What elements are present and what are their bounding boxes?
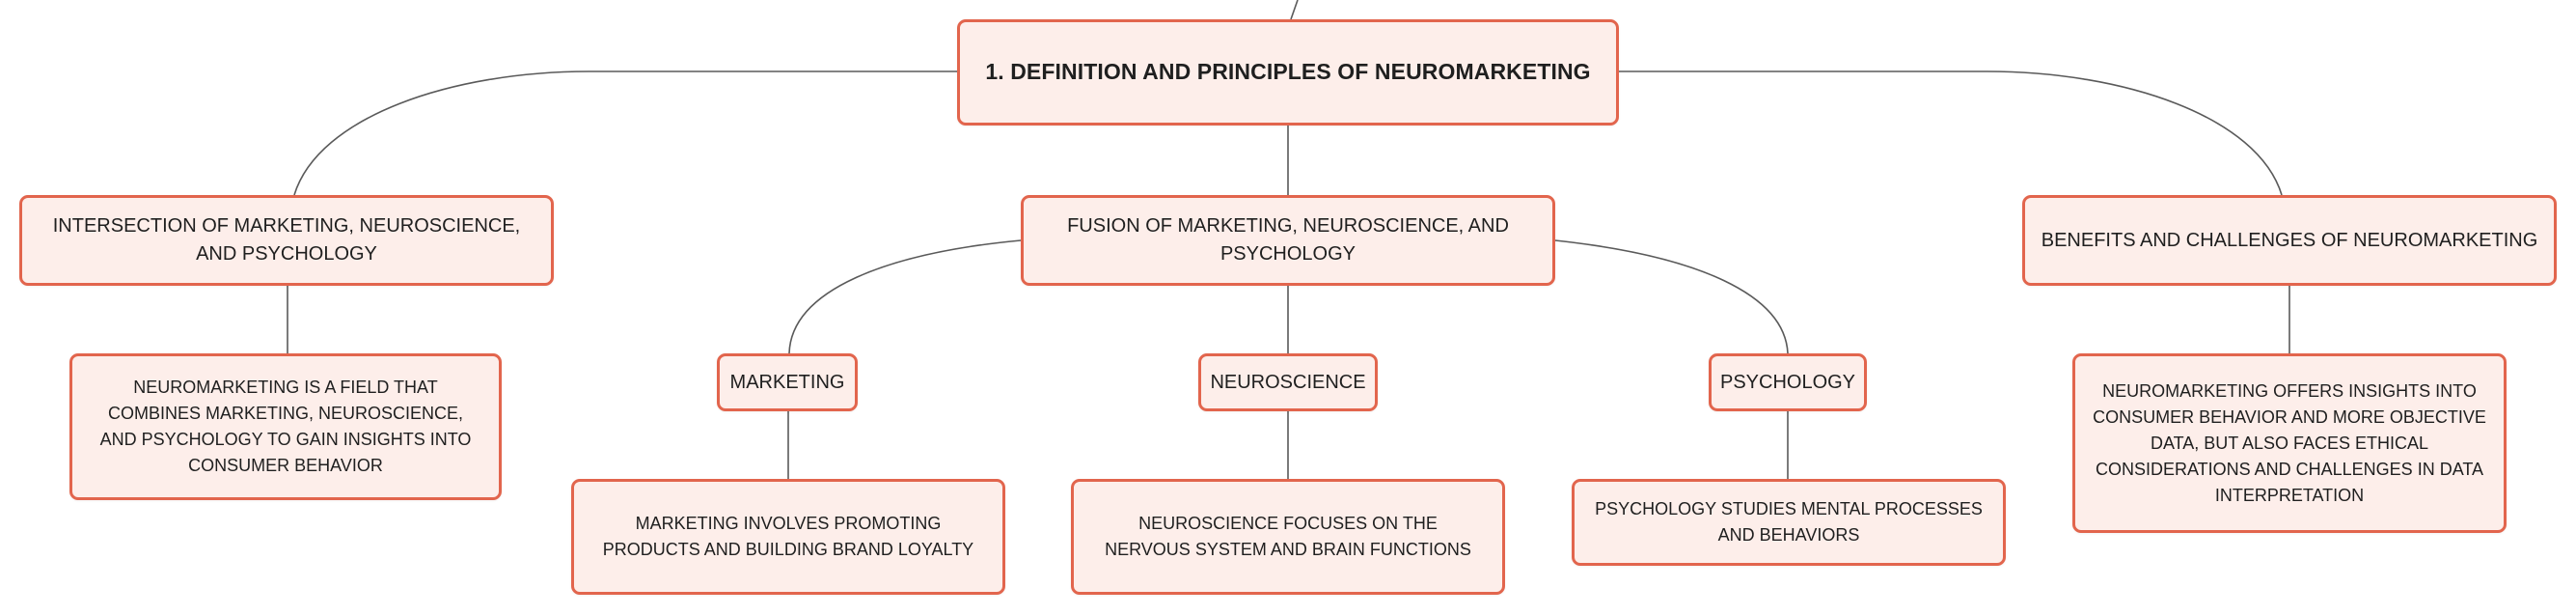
connector-line bbox=[1619, 70, 2283, 196]
subtopic-node-psychology[interactable]: PSYCHOLOGY bbox=[1709, 353, 1867, 411]
detail-text: PSYCHOLOGY STUDIES MENTAL PROCESSES AND … bbox=[1595, 499, 1983, 545]
connector-line bbox=[788, 239, 1022, 354]
detail-node-neuroscience[interactable]: NEUROSCIENCE FOCUSES ON THE NERVOUS SYST… bbox=[1071, 479, 1505, 595]
detail-text: NEUROMARKETING IS A FIELD THAT COMBINES … bbox=[99, 378, 472, 475]
detail-node-marketing[interactable]: MARKETING INVOLVES PROMOTING PRODUCTS AN… bbox=[571, 479, 1005, 595]
subtopic-label: NEUROSCIENCE bbox=[1210, 371, 1366, 393]
subtopic-label: MARKETING bbox=[729, 371, 845, 393]
subtopic-node-marketing[interactable]: MARKETING bbox=[717, 353, 858, 411]
branch-label: BENEFITS AND CHALLENGES OF NEUROMARKETIN… bbox=[2041, 229, 2538, 251]
branch-node-intersection[interactable]: INTERSECTION OF MARKETING, NEUROSCIENCE,… bbox=[19, 195, 554, 286]
branch-label: FUSION OF MARKETING, NEUROSCIENCE, AND P… bbox=[1067, 215, 1509, 265]
branch-node-fusion[interactable]: FUSION OF MARKETING, NEUROSCIENCE, AND P… bbox=[1021, 195, 1555, 286]
connector-line bbox=[1290, 0, 1299, 20]
detail-text: MARKETING INVOLVES PROMOTING PRODUCTS AN… bbox=[602, 514, 974, 559]
connector-line bbox=[293, 70, 957, 196]
detail-node-psychology[interactable]: PSYCHOLOGY STUDIES MENTAL PROCESSES AND … bbox=[1572, 479, 2006, 566]
detail-node-definition[interactable]: NEUROMARKETING IS A FIELD THAT COMBINES … bbox=[69, 353, 502, 500]
detail-node-benefits-challenges[interactable]: NEUROMARKETING OFFERS INSIGHTS INTO CONS… bbox=[2072, 353, 2507, 533]
subtopic-label: PSYCHOLOGY bbox=[1719, 371, 1856, 393]
root-topic-node[interactable]: 1. DEFINITION AND PRINCIPLES OF NEUROMAR… bbox=[957, 19, 1619, 126]
branch-label: INTERSECTION OF MARKETING, NEUROSCIENCE,… bbox=[52, 215, 521, 265]
root-topic-label: 1. DEFINITION AND PRINCIPLES OF NEUROMAR… bbox=[985, 59, 1591, 85]
connector-line bbox=[1554, 239, 1789, 354]
branch-node-benefits-challenges[interactable]: BENEFITS AND CHALLENGES OF NEUROMARKETIN… bbox=[2022, 195, 2557, 286]
subtopic-node-neuroscience[interactable]: NEUROSCIENCE bbox=[1198, 353, 1378, 411]
detail-text: NEUROSCIENCE FOCUSES ON THE NERVOUS SYST… bbox=[1105, 514, 1471, 559]
detail-text: NEUROMARKETING OFFERS INSIGHTS INTO CONS… bbox=[2093, 380, 2486, 505]
